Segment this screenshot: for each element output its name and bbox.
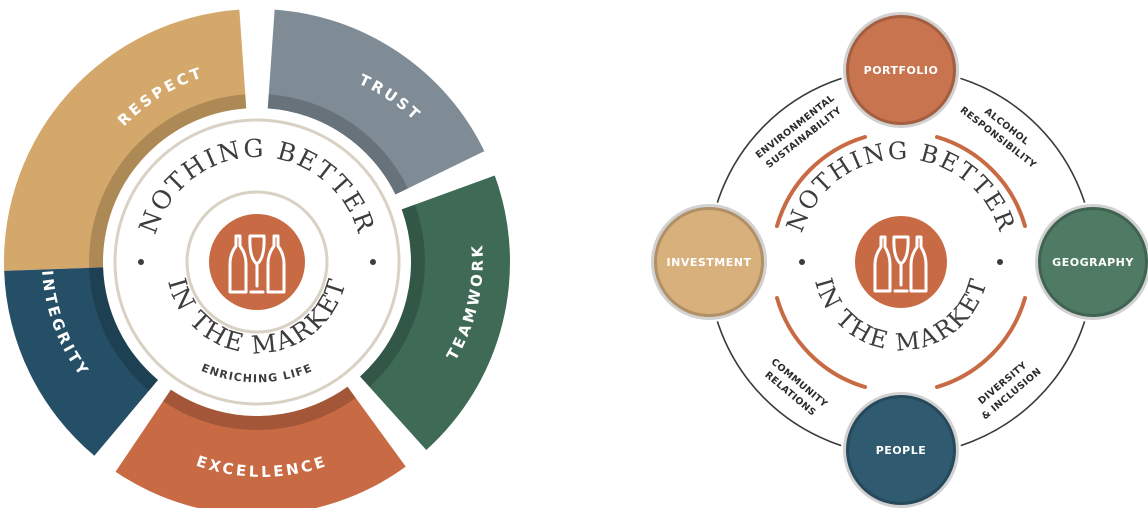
segment-shadow-integrity (89, 267, 159, 391)
pillar-diversity-inclusion: DIVERSITY& INCLUSION (976, 360, 1043, 422)
segment-excellence (115, 386, 406, 508)
node-label: PORTFOLIO (864, 64, 939, 77)
node-disc (846, 395, 956, 505)
node-rim (843, 392, 959, 508)
node-label: INVESTMENT (667, 256, 752, 269)
wheel-motto-dot-right (370, 259, 376, 265)
strategy-center-badge (855, 216, 947, 308)
node-rim (651, 204, 767, 320)
bottle-glass-icon (873, 235, 928, 293)
values-wheel: NOTHING BETTER IN THE MARKET ENRICHING L… (4, 9, 510, 508)
strategy-motto-dot-right (997, 259, 1003, 265)
segment-teamwork (360, 175, 510, 451)
wheel-outer-ring (113, 118, 401, 406)
node-rim (843, 12, 959, 128)
segment-shadow-excellence (163, 386, 356, 430)
strategy-motto-dot-left (799, 259, 805, 265)
segment-integrity (4, 267, 159, 456)
arc-bottom-left (775, 296, 867, 389)
bottle-glass-icon (228, 234, 286, 294)
node-disc (654, 207, 764, 317)
segment-shadow-trust (267, 94, 408, 195)
segment-respect (4, 9, 247, 271)
arc-top-left (775, 135, 867, 228)
node-portfolio: PORTFOLIO (841, 10, 961, 130)
wheel-center-disc (209, 214, 305, 310)
wheel-inner-ring (185, 190, 329, 334)
strategy-center-disc (855, 216, 947, 308)
node-people: PEOPLE (841, 390, 961, 508)
arc-bottom-right (935, 296, 1027, 389)
segment-shadow-respect (89, 94, 247, 268)
wheel-center-badge (209, 214, 305, 310)
strategy-wheel: NOTHING BETTER IN THE MARKET ENVIRONMENT… (649, 10, 1148, 508)
node-disc (1038, 207, 1148, 317)
wheel-motto-dot-left (138, 259, 144, 265)
segment-trust (267, 9, 485, 195)
node-label: GEOGRAPHY (1052, 256, 1134, 269)
strategy-arcs (775, 135, 1027, 389)
node-label: PEOPLE (876, 444, 927, 457)
node-rim (1035, 204, 1148, 320)
node-geography: GEOGRAPHY (1033, 202, 1148, 322)
segment-shadow-teamwork (360, 204, 425, 387)
node-disc (846, 15, 956, 125)
node-investment: INVESTMENT (649, 202, 769, 322)
arc-top-right (935, 135, 1027, 228)
